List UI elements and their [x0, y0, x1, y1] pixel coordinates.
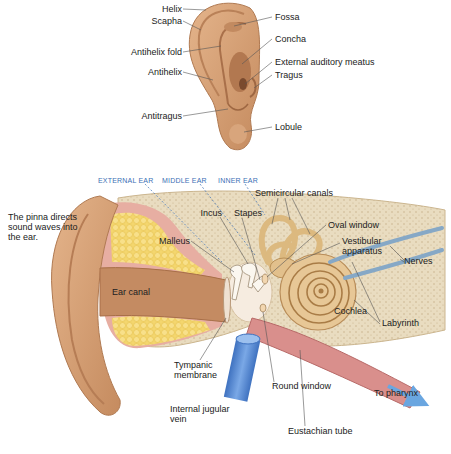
part-label: Semicircular canals: [255, 188, 375, 198]
leader-line: [200, 318, 226, 360]
part-label: Tragus: [275, 70, 395, 80]
part-label: Scapha: [122, 16, 182, 26]
part-label: Antihelix fold: [102, 47, 182, 57]
part-label: Internal jugular vein: [170, 404, 240, 424]
jugular-vein: [224, 336, 260, 402]
oval-window: [262, 274, 268, 284]
part-label: Tympanic membrane: [174, 360, 230, 380]
part-label: Oval window: [328, 220, 408, 230]
region-divider: [200, 184, 255, 255]
leader-line: [183, 9, 206, 10]
part-label: Ear canal: [112, 287, 172, 297]
ear-canal: [100, 268, 226, 322]
leader-line: [267, 225, 326, 277]
part-label: Incus: [172, 208, 222, 218]
part-label: Helix: [122, 4, 182, 14]
part-label: Malleus: [130, 236, 190, 246]
lobule-shade: [229, 124, 247, 144]
part-label: External auditory meatus: [275, 57, 445, 67]
part-label: Concha: [275, 34, 395, 44]
leader-line: [244, 127, 272, 132]
leader-line: [242, 218, 260, 280]
middle-ear-cavity: [228, 262, 272, 322]
leader-line: [191, 241, 234, 272]
leader-line: [400, 259, 404, 262]
antitragus-bump: [228, 104, 248, 110]
cochlea-turn: [307, 278, 335, 306]
concha-hollow: [229, 52, 251, 92]
leader-line: [390, 246, 404, 260]
leader-line: [242, 39, 272, 64]
cochlea-shell: [280, 254, 356, 330]
region-label: MIDDLE EAR: [162, 176, 222, 186]
leader-line: [234, 17, 272, 26]
pinna-fold: [69, 214, 104, 404]
jugular-vein-end: [236, 334, 260, 344]
part-label: Antihelix: [112, 67, 182, 77]
part-label: Eustachian tube: [288, 426, 388, 436]
part-label: Fossa: [275, 12, 395, 22]
region-divider: [145, 184, 222, 262]
leader-line: [183, 109, 228, 116]
region-label: EXTERNAL EAR: [98, 176, 168, 186]
tympanic-membrane: [224, 277, 231, 323]
part-label: To pharynx: [374, 388, 444, 398]
region-label: INNER EAR: [218, 176, 278, 186]
part-label: Stapes: [234, 208, 284, 218]
part-label: Antitragus: [112, 111, 182, 121]
leader-line: [183, 21, 201, 30]
leader-line: [183, 46, 221, 52]
meatus-opening: [239, 78, 247, 90]
cochlea-apex: [319, 289, 324, 294]
fat-tissue-upper: [110, 213, 205, 276]
part-label: Vestibular apparatus: [342, 236, 404, 256]
fossa-hollow: [224, 22, 242, 32]
leader-line: [254, 75, 272, 88]
leader-line: [183, 72, 213, 80]
part-label: Labyrinth: [382, 318, 442, 328]
fat-tissue-lower: [112, 316, 210, 346]
part-label: Nerves: [404, 256, 449, 266]
round-window: [260, 304, 266, 312]
part-label: Round window: [272, 381, 352, 391]
leader-line: [272, 198, 278, 224]
part-label: Cochlea: [334, 306, 384, 316]
part-label: The pinna directs sound waves into the e…: [8, 212, 84, 242]
leader-line: [285, 198, 290, 220]
leader-line: [263, 312, 274, 382]
leader-line: [292, 243, 340, 264]
leader-line: [292, 198, 310, 234]
part-label: Lobule: [275, 122, 395, 132]
cochlea-turn: [314, 284, 328, 298]
leader-line: [245, 62, 272, 84]
